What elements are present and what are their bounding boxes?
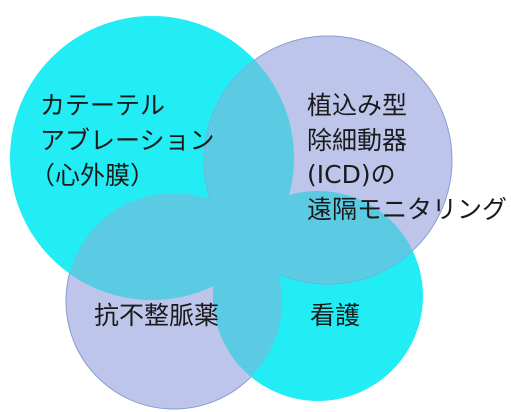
label-icd-2: 除細動器: [307, 126, 407, 155]
label-antiarrhythmic: 抗不整脈薬: [94, 301, 219, 330]
label-catheter-1: カテーテル: [40, 91, 165, 120]
label-icd-1: 植込み型: [307, 91, 407, 120]
label-icd-4: 遠隔モニタリング: [307, 195, 507, 224]
label-catheter-3: （心外膜）: [30, 161, 155, 190]
label-icd-3: (ICD)の: [307, 160, 396, 189]
label-nursing: 看護: [310, 301, 360, 330]
overlap-icd-nursing: [213, 191, 423, 284]
label-catheter-2: アブレーション: [40, 126, 215, 155]
